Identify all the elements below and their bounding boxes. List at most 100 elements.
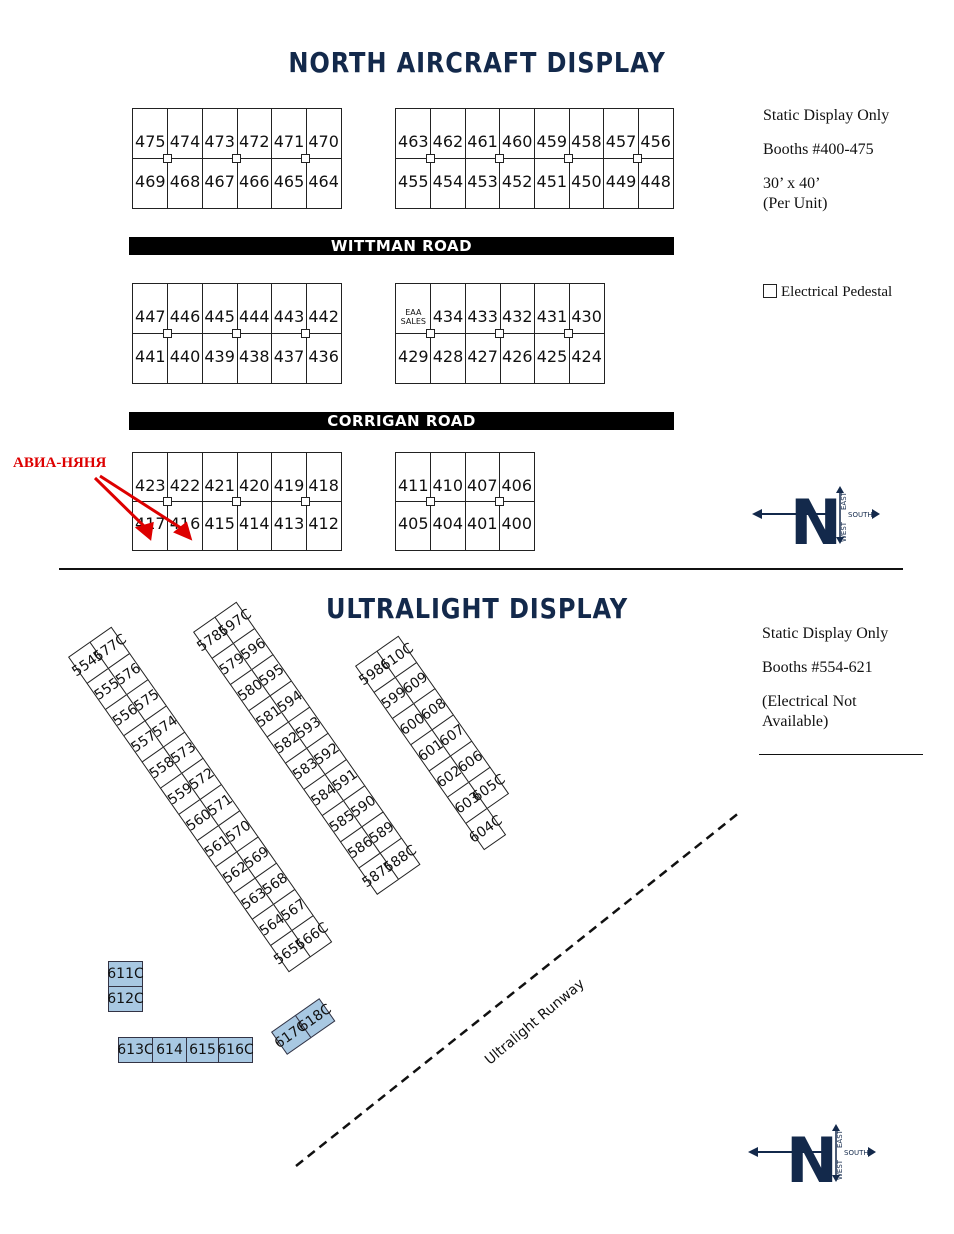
booth-457[interactable]: 457: [605, 132, 637, 152]
electrical-pedestal-icon: [494, 153, 504, 163]
booth-451[interactable]: 451: [536, 171, 568, 191]
booth-441[interactable]: 441: [135, 346, 166, 366]
booth-433[interactable]: 433: [467, 307, 498, 327]
booth-467[interactable]: 467: [204, 171, 235, 191]
booth-453[interactable]: 453: [467, 171, 498, 191]
booth-436[interactable]: 436: [308, 346, 339, 366]
booth-430[interactable]: 430: [571, 307, 602, 327]
booth-469[interactable]: 469: [135, 171, 166, 191]
booth-438[interactable]: 438: [239, 346, 270, 366]
booth-431[interactable]: 431: [536, 307, 568, 327]
booth-459[interactable]: 459: [536, 132, 568, 152]
booth-456[interactable]: 456: [640, 132, 671, 152]
booth-446[interactable]: 446: [169, 307, 201, 327]
booth-418[interactable]: 418: [308, 475, 339, 495]
booth-440[interactable]: 440: [169, 346, 201, 366]
booth-407[interactable]: 407: [466, 475, 498, 495]
booth-460[interactable]: 460: [501, 132, 533, 152]
booth-406[interactable]: 406: [501, 475, 533, 495]
booth-426[interactable]: 426: [502, 346, 533, 366]
booth-419[interactable]: 419: [273, 475, 305, 495]
north-info: Static Display Only Booths #400-475 30’ …: [763, 106, 889, 214]
booth-473[interactable]: 473: [204, 132, 235, 152]
booth-611c[interactable]: 611C: [107, 961, 144, 987]
booth-447[interactable]: 447: [135, 307, 166, 327]
booth-450[interactable]: 450: [571, 171, 602, 191]
north-display-title: NORTH AIRCRAFT DISPLAY: [288, 46, 666, 79]
booth-458[interactable]: 458: [571, 132, 602, 152]
booth-443[interactable]: 443: [273, 307, 305, 327]
booth-471[interactable]: 471: [273, 132, 305, 152]
booth-455[interactable]: 455: [398, 171, 429, 191]
booth-405[interactable]: 405: [397, 514, 429, 534]
electrical-pedestal-icon: [232, 496, 241, 506]
section-divider: [59, 568, 903, 570]
booth-428[interactable]: 428: [432, 346, 464, 366]
annotation-label: АВИА-НЯНЯ: [13, 455, 107, 471]
booth-432[interactable]: 432: [502, 307, 533, 327]
booth-421[interactable]: 421: [204, 475, 235, 495]
electrical-pedestal-icon: [162, 153, 172, 163]
booth-427[interactable]: 427: [467, 346, 498, 366]
booth-462[interactable]: 462: [432, 132, 464, 152]
booth-614[interactable]: 614: [152, 1037, 187, 1063]
booth-445[interactable]: 445: [204, 307, 235, 327]
booth-470[interactable]: 470: [308, 132, 339, 152]
compass-arrow-east: [872, 509, 880, 519]
booth-439[interactable]: 439: [204, 346, 235, 366]
booth-413[interactable]: 413: [273, 514, 305, 534]
booth-475[interactable]: 475: [135, 132, 166, 152]
booth-434[interactable]: 434: [432, 307, 464, 327]
booth-468[interactable]: 468: [169, 171, 201, 191]
north-info-per-unit: (Per Unit): [763, 195, 828, 212]
electrical-pedestal-icon: [425, 496, 435, 506]
booth-452[interactable]: 452: [501, 171, 533, 191]
booth-437[interactable]: 437: [273, 346, 305, 366]
booth-472[interactable]: 472: [239, 132, 270, 152]
booth-454[interactable]: 454: [432, 171, 464, 191]
compass-east: EAST: [840, 491, 848, 510]
booth-466[interactable]: 466: [239, 171, 270, 191]
corrigan-road: CORRIGAN ROAD: [129, 412, 674, 430]
booth-block-412-423: 423422421420419418417416415414413412: [132, 452, 342, 551]
booth-464[interactable]: 464: [308, 171, 339, 191]
booth-404[interactable]: 404: [432, 514, 464, 534]
booth-410[interactable]: 410: [432, 475, 464, 495]
ultralight-info-electrical: (Electrical Not: [762, 693, 857, 710]
booth-401[interactable]: 401: [466, 514, 498, 534]
booth-eaa-sales[interactable]: EAA SALES: [400, 307, 426, 326]
compass-arrow-east: [868, 1147, 876, 1157]
booth-429[interactable]: 429: [398, 346, 429, 366]
booth-449[interactable]: 449: [605, 171, 637, 191]
booth-612c[interactable]: 612C: [107, 986, 144, 1012]
booth-414[interactable]: 414: [239, 514, 270, 534]
booth-424[interactable]: 424: [571, 346, 602, 366]
booth-461[interactable]: 461: [467, 132, 498, 152]
booth-400[interactable]: 400: [501, 514, 533, 534]
booth-444[interactable]: 444: [239, 307, 270, 327]
booth-420[interactable]: 420: [239, 475, 270, 495]
compass-west: WEST: [836, 1159, 844, 1180]
booth-412[interactable]: 412: [308, 514, 339, 534]
booth-465[interactable]: 465: [273, 171, 305, 191]
electrical-pedestal-icon: [425, 153, 435, 163]
booth-613c[interactable]: 613C: [117, 1037, 154, 1063]
compass-letter: N: [790, 486, 842, 559]
booth-474[interactable]: 474: [169, 132, 201, 152]
booth-448[interactable]: 448: [640, 171, 671, 191]
electrical-pedestal-icon: [564, 153, 574, 163]
booth-463[interactable]: 463: [398, 132, 429, 152]
booth-422[interactable]: 422: [169, 475, 201, 495]
booth-423[interactable]: 423: [135, 475, 166, 495]
booth-411[interactable]: 411: [397, 475, 429, 495]
booth-616c[interactable]: 616C: [217, 1037, 254, 1063]
booth-415[interactable]: 415: [204, 514, 235, 534]
booth-425[interactable]: 425: [536, 346, 568, 366]
booth-442[interactable]: 442: [308, 307, 339, 327]
north-info-size: 30’ x 40’: [763, 175, 821, 192]
